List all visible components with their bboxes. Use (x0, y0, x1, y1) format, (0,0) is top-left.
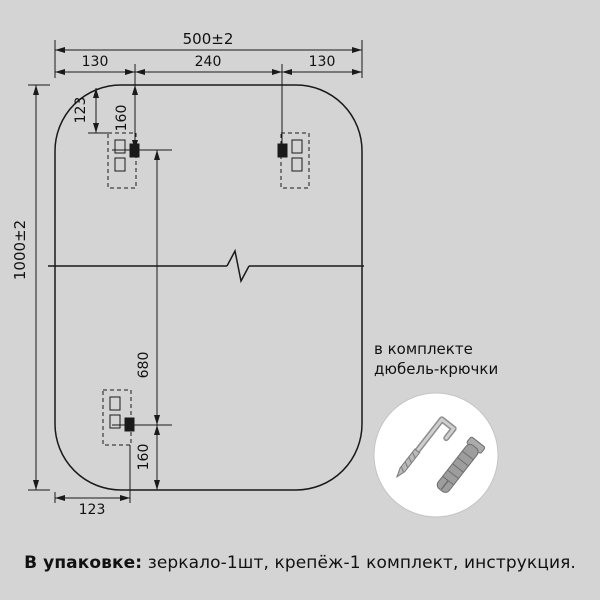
dim-hook-bottom-inset (112, 424, 172, 490)
dim-label-hook-top-inset: 160 (114, 105, 130, 132)
mounting-bracket-top-left (107, 132, 140, 189)
dim-label-hook-bottom-inset: 160 (136, 444, 152, 471)
dim-hook-top-inset (112, 85, 283, 151)
hook-screw-icon (395, 416, 457, 479)
package-note-text: зеркало-1шт, крепёж-1 комплект, инструкц… (142, 553, 576, 573)
mounting-bracket-top-right (277, 132, 310, 189)
dim-label-top-offset-left: 130 (82, 54, 109, 70)
dim-label-top-offset-right: 130 (309, 54, 336, 70)
dim-label-hook-edge-offset-top: 123 (73, 97, 89, 124)
dim-label-hook-edge-offset-bottom: 123 (79, 502, 106, 518)
mirror-outline (54, 84, 363, 491)
dim-label-hooks-span: 680 (136, 352, 152, 379)
dim-label-width-total: 500±2 (183, 30, 234, 48)
dim-height-total (28, 84, 50, 491)
package-note-label: В упаковке: (24, 553, 143, 573)
included-note-line2: дюбель-крючки (374, 360, 498, 378)
mounting-bracket-bottom-left (102, 389, 135, 446)
dim-top-offsets (55, 64, 362, 85)
hardware-circle (373, 392, 499, 518)
break-line (48, 248, 364, 284)
dim-hook-offset-bottom (54, 445, 131, 503)
wall-plug-icon (436, 436, 486, 493)
dim-label-height-total: 1000±2 (11, 220, 29, 280)
included-note-line1: в комплекте (374, 340, 473, 358)
dim-hook-offset-top (88, 88, 110, 134)
hardware-circle-background (373, 392, 499, 518)
dim-label-top-span-center: 240 (195, 54, 222, 70)
package-note: В упаковке: зеркало-1шт, крепёж-1 компле… (0, 553, 600, 573)
